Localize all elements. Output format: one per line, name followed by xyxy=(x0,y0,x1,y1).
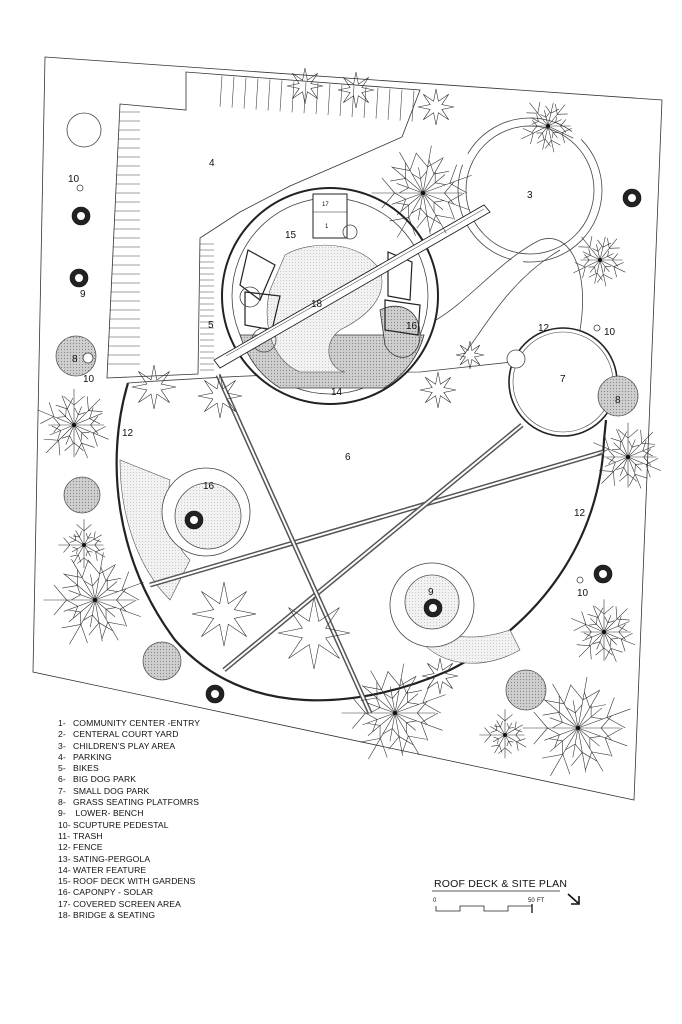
label-8-left: 8 xyxy=(72,354,78,365)
legend-item: 11-TRASH xyxy=(58,831,200,842)
legend-number: 6- xyxy=(58,774,66,785)
parking-lot xyxy=(106,71,421,379)
legend-label: SCUPTURE PEDESTAL xyxy=(73,819,169,830)
legend-label: BIG DOG PARK xyxy=(73,774,137,785)
grass-platforms xyxy=(55,335,639,711)
label-6: 6 xyxy=(345,452,351,463)
legend-number: 8- xyxy=(58,797,66,808)
label-3: 3 xyxy=(527,190,533,201)
legend-label: BIKES xyxy=(73,763,99,774)
north-arrow-icon xyxy=(567,893,580,905)
label-10-top-left: 10 xyxy=(68,174,80,185)
label-8-right: 8 xyxy=(615,395,621,406)
label-17: 17 xyxy=(322,202,329,208)
legend-label: LOWER- BENCH xyxy=(73,808,144,819)
site-boundary xyxy=(32,56,663,801)
legend-item: 6- BIG DOG PARK xyxy=(58,774,200,785)
sculpture-pedestals xyxy=(66,112,601,584)
legend-number: 5- xyxy=(58,763,66,774)
label-16-park: 16 xyxy=(203,481,215,492)
canopy-park xyxy=(161,467,251,557)
legend-label: CAPONPY - SOLAR xyxy=(73,887,154,898)
label-15: 15 xyxy=(285,230,297,241)
label-10-right: 10 xyxy=(604,327,616,338)
legend-item: 1- COMMUNITY CENTER -ENTRY xyxy=(58,718,200,729)
legend-label: WATER FEATURE xyxy=(73,864,147,875)
legend-item: 2- CENTERAL COURT YARD xyxy=(58,729,200,740)
legend-number: 9- xyxy=(58,808,66,819)
legend-item: 14-WATER FEATURE xyxy=(58,865,200,876)
legend-item: 18-BRIDGE & SEATING xyxy=(58,910,200,921)
legend-number: 3- xyxy=(58,740,66,751)
legend-number: 1- xyxy=(58,718,66,728)
label-12-right: 12 xyxy=(574,508,586,519)
legend-number: 12- xyxy=(58,842,71,853)
legend-item: 8- GRASS SEATING PLATFOMRS xyxy=(58,797,200,808)
legend-item: 15-ROOF DECK WITH GARDENS xyxy=(58,876,200,887)
legend-list: 1- COMMUNITY CENTER -ENTRY 2- CENTERAL COUR… xyxy=(58,718,200,921)
legend-label: ROOF DECK WITH GARDENS xyxy=(73,876,196,887)
label-16-deck: 16 xyxy=(406,321,418,332)
area-labels: 4 3 17 1 15 18 16 5 14 12 10 7 8 6 12 16… xyxy=(68,158,621,599)
legend-number: 13- xyxy=(58,853,71,864)
trees xyxy=(37,67,661,776)
label-14: 14 xyxy=(331,387,343,398)
legend-label: CENTERAL COURT YARD xyxy=(73,729,179,740)
legend-number: 2- xyxy=(58,729,66,740)
legend-number: 4- xyxy=(58,751,66,762)
legend-item: 9- LOWER- BENCH xyxy=(58,808,200,819)
legend-item: 13-SATING-PERGOLA xyxy=(58,854,200,865)
label-4: 4 xyxy=(209,158,215,169)
label-5: 5 xyxy=(208,320,214,331)
roof-deck xyxy=(213,187,491,405)
legend-item: 17-COVERED SCREEN AREA xyxy=(58,899,200,910)
legend-item: 4- PARKING xyxy=(58,752,200,763)
legend-number: 11- xyxy=(58,830,71,841)
legend-label: COMMUNITY CENTER -ENTRY xyxy=(73,718,201,728)
label-12-left: 12 xyxy=(122,428,134,439)
label-9-bench: 9 xyxy=(428,587,434,598)
legend-label: SMALL DOG PARK xyxy=(73,785,150,796)
legend-label: CHILDREN'S PLAY AREA xyxy=(73,740,176,751)
legend-number: 14- xyxy=(58,864,71,875)
legend-label: BRIDGE & SEATING xyxy=(73,910,156,921)
legend-number: 7- xyxy=(58,785,66,796)
label-9-left: 9 xyxy=(80,289,86,300)
scale-unit: FT xyxy=(537,898,545,904)
scale-zero: 0 xyxy=(433,898,437,904)
label-10-left: 10 xyxy=(83,374,95,385)
label-7: 7 xyxy=(560,374,566,385)
legend-item: 10-SCUPTURE PEDESTAL xyxy=(58,820,200,831)
legend-label: FENCE xyxy=(73,842,103,853)
legend-item: 12-FENCE xyxy=(58,842,200,853)
label-12-top: 12 xyxy=(538,323,550,334)
plan-title: ROOF DECK & SITE PLAN xyxy=(434,878,568,890)
label-18: 18 xyxy=(311,299,323,310)
legend-item: 7- SMALL DOG PARK xyxy=(58,786,200,797)
legend-number: 10- xyxy=(58,819,71,830)
label-10-lower-right: 10 xyxy=(577,588,589,599)
legend-item: 5- BIKES xyxy=(58,763,200,774)
legend-label: SATING-PERGOLA xyxy=(73,853,151,864)
legend-number: 17- xyxy=(58,898,71,909)
scale-bar xyxy=(432,890,560,913)
legend-item: 16-CAPONPY - SOLAR xyxy=(58,887,200,898)
scale-max: 50 xyxy=(528,898,535,904)
legend-label: GRASS SEATING PLATFOMRS xyxy=(73,797,200,808)
legend-number: 15- xyxy=(58,876,71,887)
legend-label: TRASH xyxy=(73,830,103,841)
play-area xyxy=(435,117,603,361)
legend-number: 18- xyxy=(58,910,71,921)
legend-item: 3- CHILDREN'S PLAY AREA xyxy=(58,741,200,752)
legend-label: PARKING xyxy=(73,751,112,762)
small-plants xyxy=(69,188,642,704)
label-1: 1 xyxy=(325,224,329,230)
legend-number: 16- xyxy=(58,887,71,898)
legend-label: COVERED SCREEN AREA xyxy=(73,898,181,909)
